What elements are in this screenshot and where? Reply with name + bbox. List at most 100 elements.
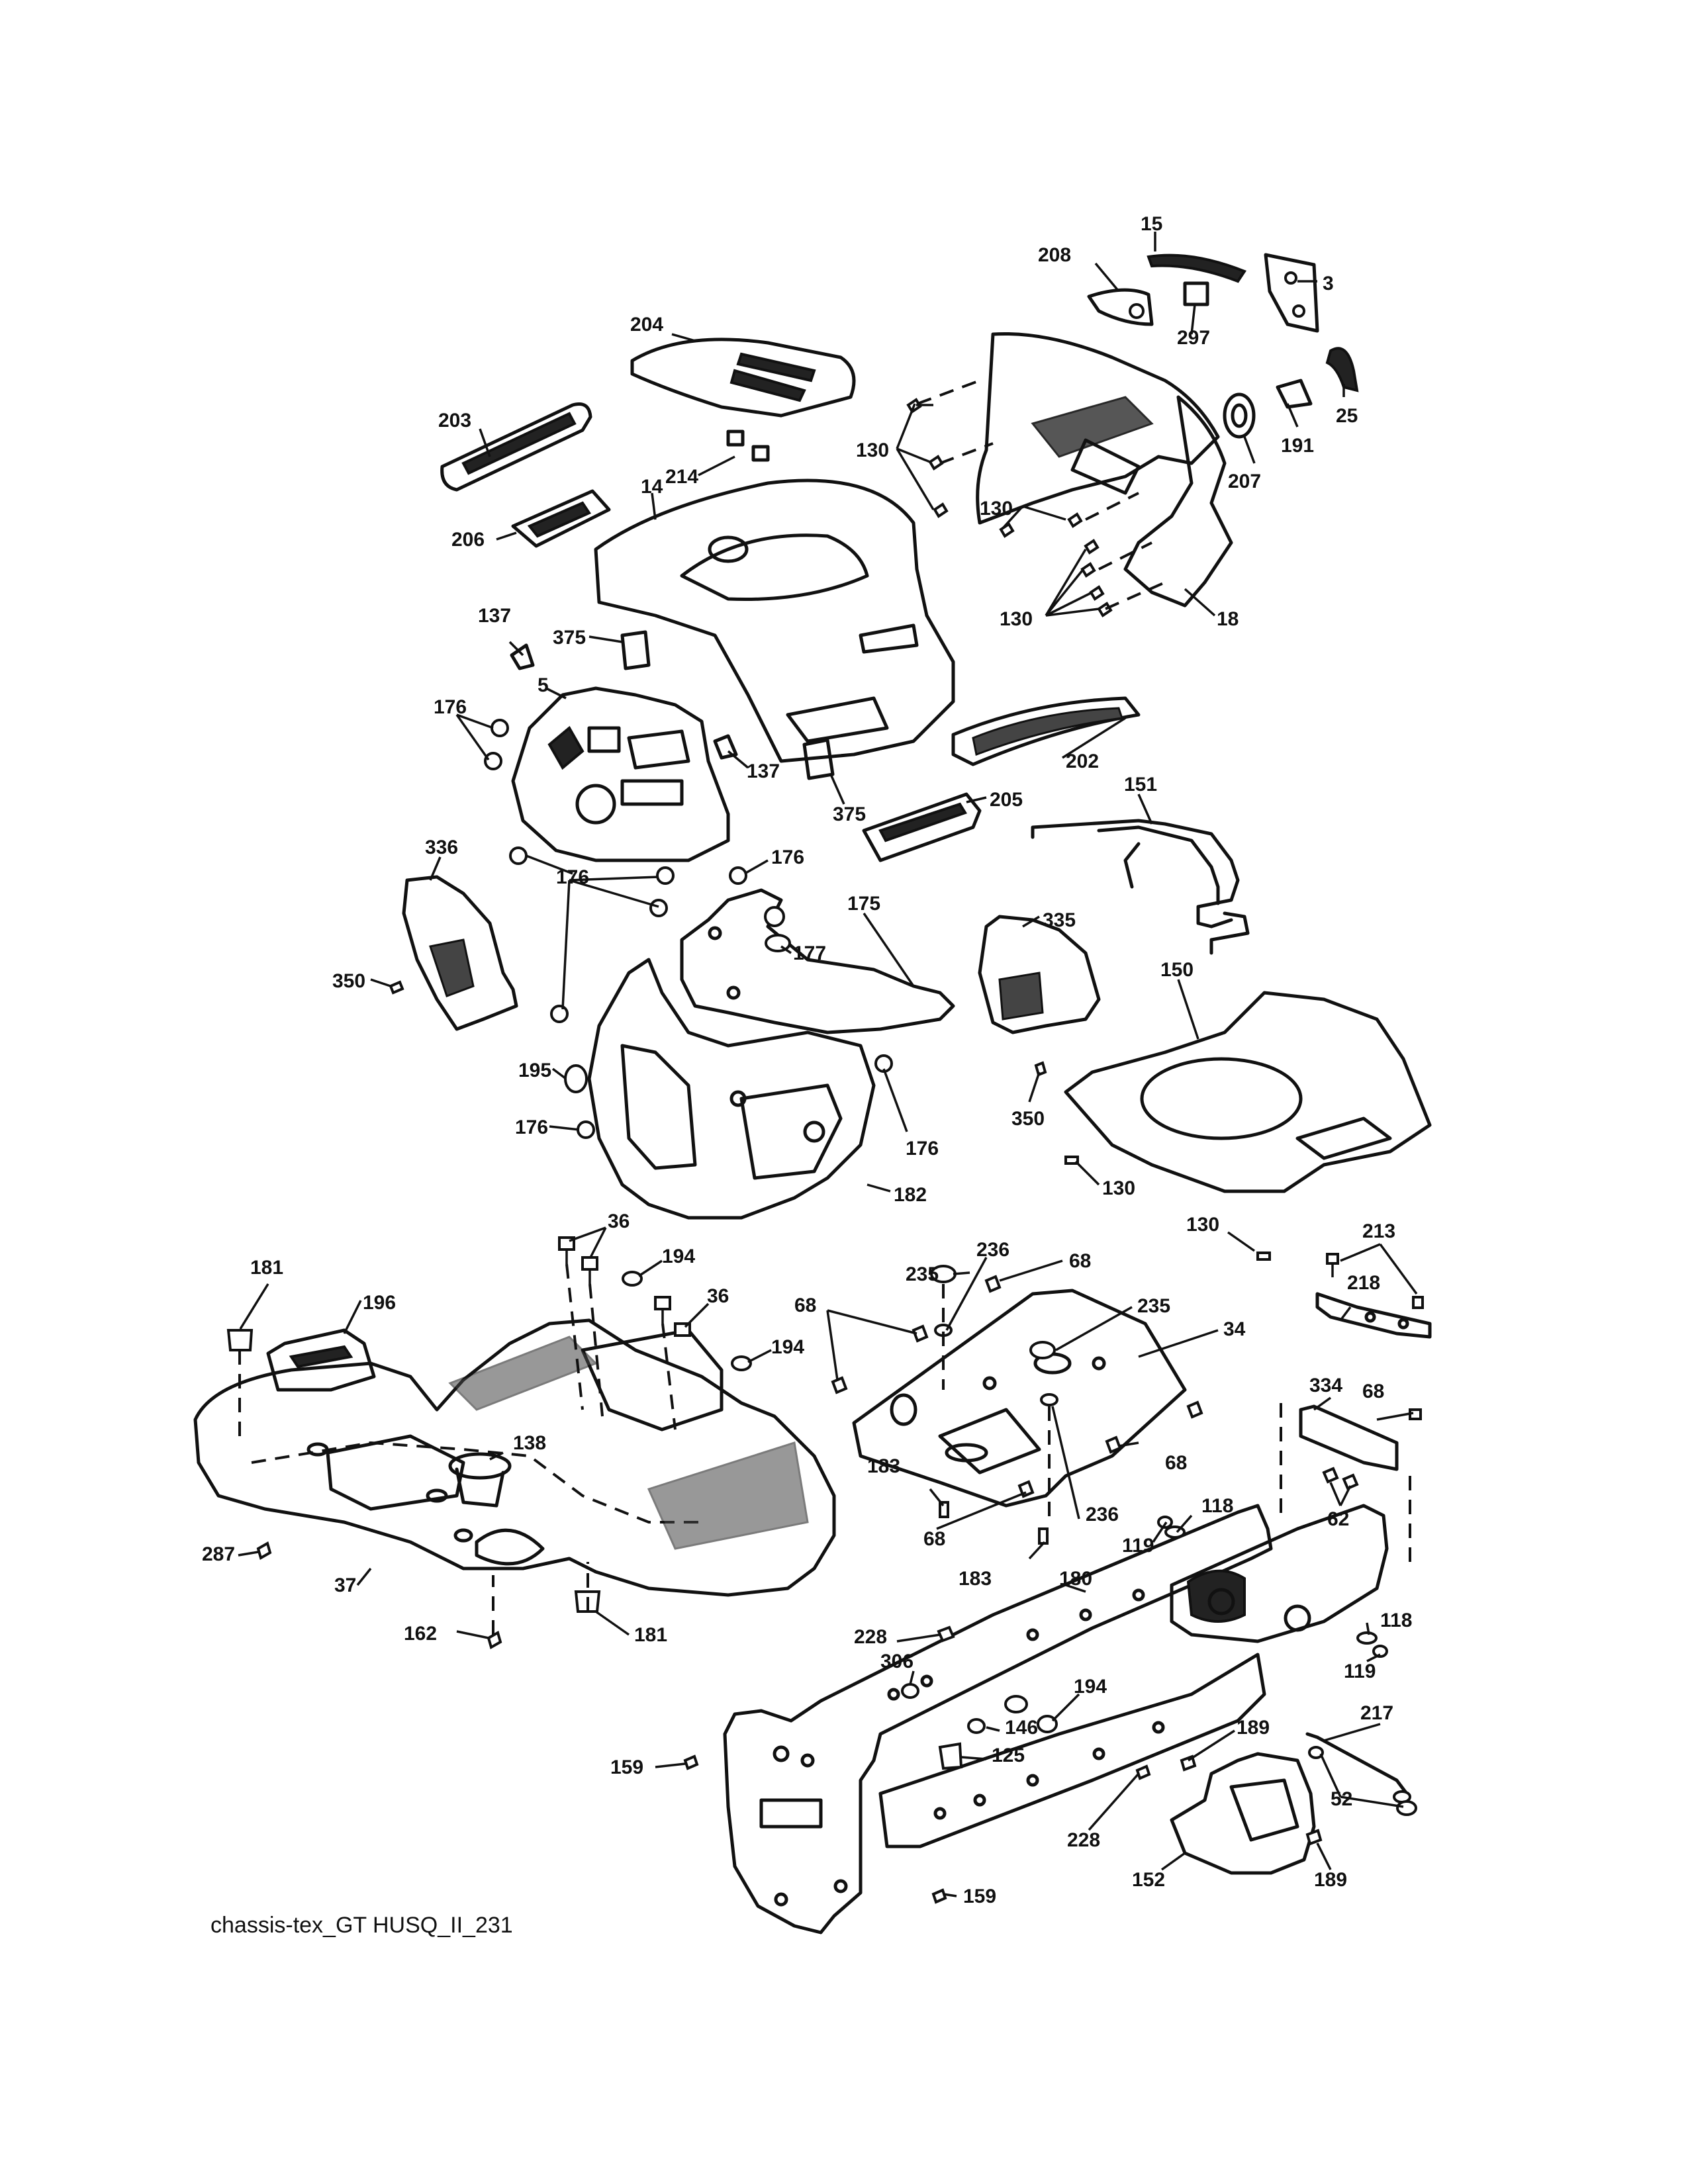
part-14-hood — [594, 478, 955, 763]
part-206-headlight-lens — [511, 489, 611, 548]
part-25-lens — [1325, 347, 1359, 392]
callout-206: 206 — [451, 529, 485, 551]
callout-68-b: 68 — [794, 1295, 816, 1316]
callout-350-a: 350 — [332, 970, 365, 992]
callout-194-a: 194 — [662, 1246, 695, 1267]
callout-194-b: 194 — [771, 1336, 804, 1358]
callout-176-a: 176 — [434, 696, 467, 718]
callout-130-d: 130 — [1102, 1177, 1135, 1199]
callout-306: 306 — [880, 1651, 914, 1672]
callout-194-c: 194 — [1074, 1676, 1107, 1698]
hardware-235-236-68-183 — [831, 1265, 1203, 1545]
callout-235-a: 235 — [906, 1263, 939, 1285]
part-297-clip — [1183, 281, 1209, 306]
callout-213: 213 — [1362, 1220, 1395, 1242]
callout-176-d: 176 — [515, 1116, 548, 1138]
callout-68-c: 68 — [1362, 1381, 1384, 1402]
part-150-footrest-pan — [1064, 991, 1432, 1193]
part-335-side-panel — [978, 915, 1101, 1034]
part-207-bulb-socket — [1223, 392, 1256, 439]
part-217-rod — [1305, 1732, 1417, 1816]
callout-118-b: 118 — [1380, 1610, 1412, 1631]
callout-138: 138 — [513, 1432, 546, 1454]
callout-151: 151 — [1124, 774, 1157, 796]
callout-137-a: 137 — [478, 605, 511, 627]
callout-130-a: 130 — [856, 439, 889, 461]
part-137-clip — [510, 643, 738, 760]
callout-159-a: 159 — [610, 1756, 643, 1778]
callout-176-e: 176 — [906, 1138, 939, 1160]
callout-152: 152 — [1132, 1869, 1165, 1891]
callout-162: 162 — [404, 1623, 437, 1645]
part-37-footrest-deck — [193, 1318, 836, 1597]
part-18-front-fender — [976, 332, 1233, 608]
callout-217: 217 — [1360, 1702, 1393, 1724]
part-214-clips — [726, 430, 770, 462]
callout-236-a: 236 — [976, 1239, 1009, 1261]
callout-181-b: 181 — [634, 1624, 667, 1646]
part-204-hood-vent — [630, 338, 856, 418]
callout-68-a: 68 — [1069, 1250, 1091, 1272]
callout-3: 3 — [1323, 273, 1334, 295]
part-182-pedestal — [587, 958, 876, 1220]
part-196-cover — [266, 1328, 376, 1392]
callout-183-a: 183 — [867, 1455, 900, 1477]
callout-25: 25 — [1336, 405, 1358, 427]
callout-336: 336 — [425, 837, 458, 858]
callout-159-b: 159 — [963, 1886, 996, 1907]
callout-52: 52 — [1331, 1788, 1352, 1810]
callout-15: 15 — [1141, 213, 1162, 235]
part-5-dash-panel — [511, 686, 730, 862]
callout-34: 34 — [1223, 1318, 1246, 1340]
callout-335: 335 — [1043, 909, 1076, 931]
callout-176-b: 176 — [771, 846, 804, 868]
callout-236-b: 236 — [1086, 1504, 1119, 1525]
part-15-trim-strip — [1147, 253, 1247, 283]
hardware-287-162 — [256, 1541, 502, 1650]
callout-181-a: 181 — [250, 1257, 283, 1279]
callout-287: 287 — [202, 1543, 235, 1565]
callout-218: 218 — [1347, 1272, 1380, 1294]
diagram-caption: chassis-tex_GT HUSQ_II_231 — [211, 1913, 513, 1938]
callout-36-b: 36 — [707, 1285, 729, 1307]
callout-195: 195 — [518, 1060, 551, 1081]
part-180-frame — [723, 1504, 1389, 1934]
hardware-189 — [1180, 1754, 1323, 1846]
callout-196: 196 — [363, 1292, 396, 1314]
callout-191: 191 — [1281, 435, 1314, 457]
callout-18: 18 — [1217, 608, 1239, 630]
hardware-36-194 — [558, 1236, 752, 1430]
callout-180: 180 — [1059, 1568, 1092, 1590]
part-175-dash-support — [680, 888, 955, 1034]
part-151-bracket — [1031, 819, 1250, 955]
callout-5: 5 — [538, 674, 549, 696]
callout-203: 203 — [438, 410, 471, 432]
callout-183-b: 183 — [959, 1568, 992, 1590]
callout-130-c: 130 — [1000, 608, 1033, 630]
part-203-grille-insert — [440, 402, 592, 492]
callout-189-a: 189 — [1237, 1717, 1270, 1739]
callout-36-a: 36 — [608, 1210, 630, 1232]
callout-175: 175 — [847, 893, 880, 915]
part-208-headlight-housing — [1087, 288, 1154, 326]
callout-labels: 15 208 3 297 25 204 191 207 203 130 214 … — [202, 213, 1412, 1907]
part-336-side-panel — [402, 875, 518, 1031]
callout-125: 125 — [992, 1745, 1025, 1766]
hardware-130-screws-top — [906, 379, 1166, 617]
callout-375-a: 375 — [553, 627, 586, 649]
part-375-label — [620, 630, 835, 780]
callout-297: 297 — [1177, 327, 1210, 349]
part-34-steering-plate — [852, 1289, 1187, 1508]
part-195-plug — [564, 1064, 588, 1093]
callout-150: 150 — [1160, 959, 1194, 981]
callout-119-a: 119 — [1122, 1535, 1154, 1557]
callout-205: 205 — [990, 789, 1023, 811]
leader-lines — [238, 232, 1418, 1897]
hardware-350-screws — [389, 980, 1047, 1077]
callout-207: 207 — [1228, 471, 1261, 492]
part-334-bracket — [1280, 1403, 1411, 1569]
callout-130-e: 130 — [1186, 1214, 1219, 1236]
part-138-boot — [448, 1452, 512, 1508]
callout-202: 202 — [1066, 751, 1099, 772]
